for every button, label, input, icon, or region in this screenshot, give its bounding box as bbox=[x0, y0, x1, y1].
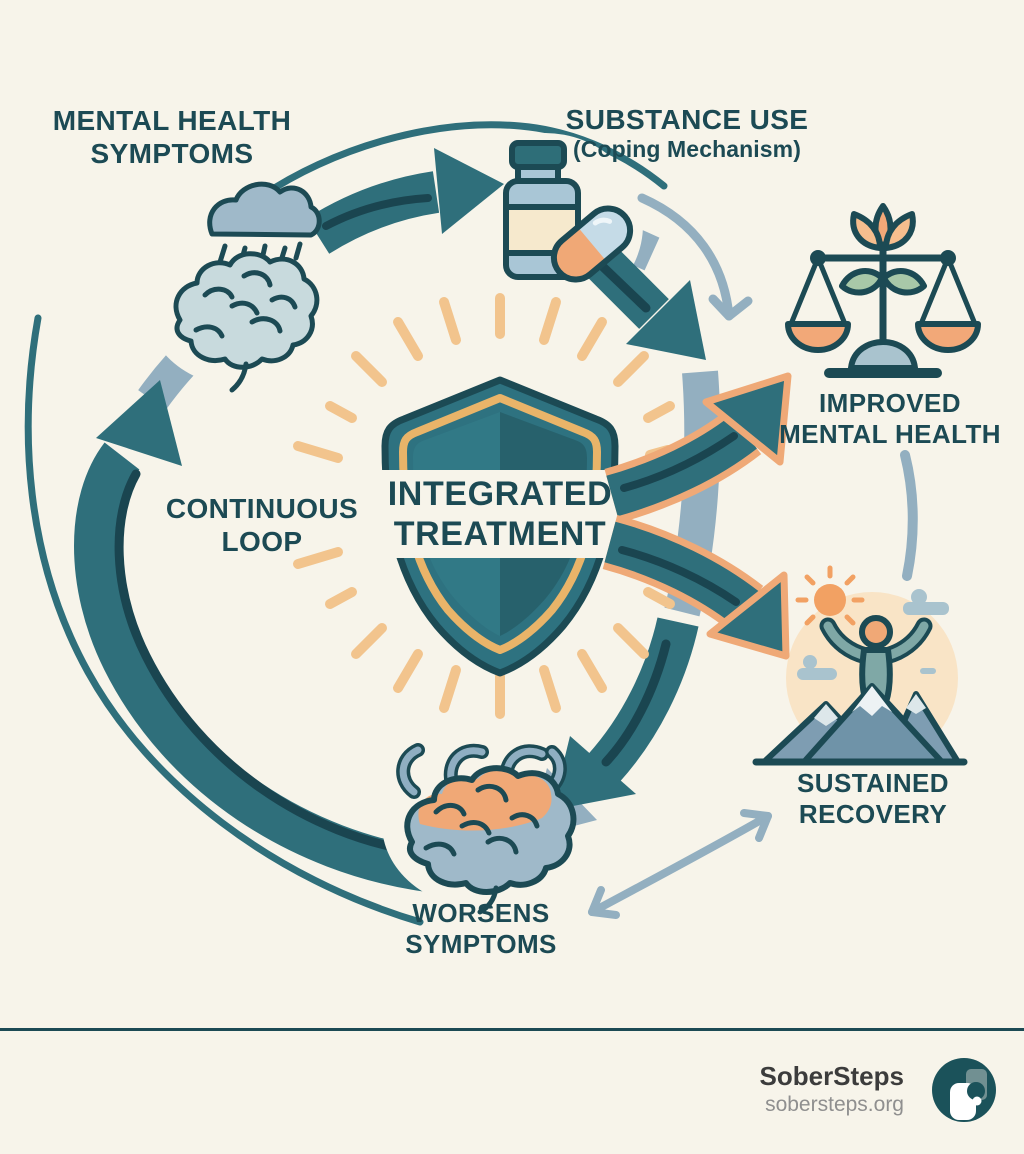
capsule-icon bbox=[550, 205, 634, 283]
label-improved-mental-health: IMPROVED MENTAL HEALTH bbox=[779, 388, 1001, 449]
label-line: RECOVERY bbox=[798, 798, 948, 829]
label-line: (Coping Mechanism) bbox=[573, 136, 801, 163]
thin-light-arrows bbox=[588, 193, 918, 919]
outer-thin-arc bbox=[24, 121, 668, 926]
label-integrated-treatment: INTEGRATED TREATMENT bbox=[388, 474, 612, 554]
label-line: LOOP bbox=[221, 526, 303, 558]
label-line: SYMPTOMS bbox=[405, 928, 557, 959]
sobersteps-logo-icon bbox=[932, 1058, 996, 1122]
label-line: TREATMENT bbox=[393, 515, 607, 554]
label-line: CONTINUOUS bbox=[165, 493, 359, 524]
loop-arrow-up-left bbox=[74, 380, 432, 892]
storm-brain-icon bbox=[173, 181, 322, 393]
person-summit-icon bbox=[752, 565, 968, 766]
footer-brand-block: SoberSteps sobersteps.org bbox=[760, 1062, 905, 1117]
shield-text-band bbox=[372, 470, 632, 558]
footer-divider bbox=[0, 1028, 1024, 1031]
arrow-symptoms-to-substance bbox=[306, 148, 504, 254]
inflamed-brain-icon bbox=[396, 743, 577, 915]
label-line: SUSTAINED bbox=[797, 768, 949, 798]
label-mental-health-symptoms: MENTAL HEALTH SYMPTOMS bbox=[53, 104, 292, 170]
brand-name: SoberSteps bbox=[759, 1061, 905, 1092]
footer: SoberSteps sobersteps.org bbox=[760, 1056, 999, 1124]
label-line: SUBSTANCE USE bbox=[565, 104, 809, 135]
balance-scale-plant-icon bbox=[785, 203, 981, 378]
arrow-treatment-to-recovery bbox=[602, 514, 790, 660]
label-continuous-loop: CONTINUOUS LOOP bbox=[166, 492, 358, 558]
label-substance-use: SUBSTANCE USE (Coping Mechanism) bbox=[566, 103, 809, 163]
label-line: MENTAL HEALTH bbox=[779, 418, 1001, 449]
label-sustained-recovery: SUSTAINED RECOVERY bbox=[797, 768, 949, 829]
brand-url: sobersteps.org bbox=[765, 1093, 904, 1117]
label-line: SYMPTOMS bbox=[90, 138, 254, 170]
label-line: WORSENS bbox=[412, 898, 550, 928]
label-line: INTEGRATED bbox=[387, 475, 613, 513]
label-worsens-symptoms: WORSENS SYMPTOMS bbox=[405, 898, 557, 959]
label-line: MENTAL HEALTH bbox=[52, 105, 292, 136]
arrow-treatment-to-improved bbox=[604, 372, 792, 523]
label-line: IMPROVED bbox=[819, 388, 961, 418]
cycle-diagram bbox=[24, 121, 981, 926]
